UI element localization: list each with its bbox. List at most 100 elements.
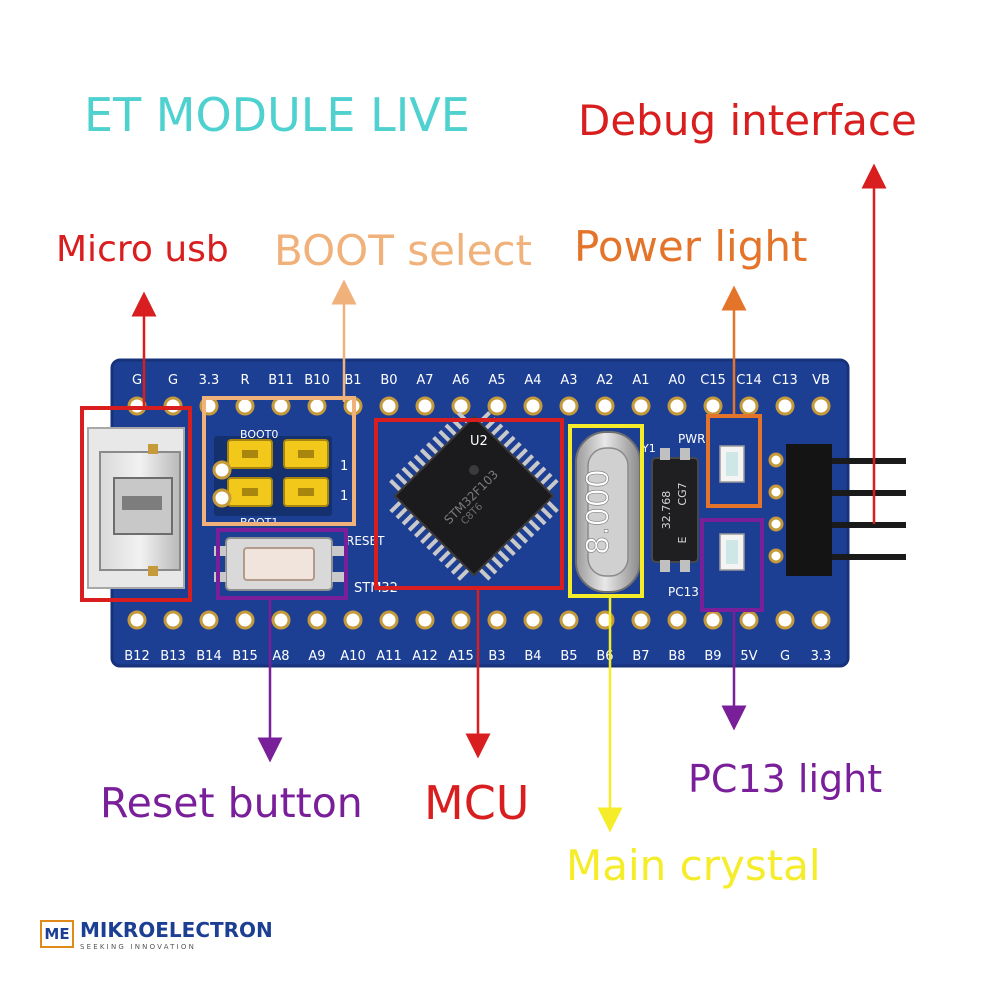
bottom-pin-label-B13: B13 [160, 649, 185, 664]
mcu-lead [509, 537, 522, 550]
bottom-pin-label-B3: B3 [488, 649, 505, 664]
mcu-lead [401, 512, 415, 526]
bottom-pin-label-B4: B4 [524, 649, 541, 664]
silk-jumper-1a: 1 [340, 459, 348, 474]
mcu-lead [426, 537, 439, 551]
box-reset-button [216, 528, 348, 600]
mcu-lead [490, 423, 504, 437]
top-pad-10 [451, 396, 471, 416]
silk-pwr: PWR [678, 432, 705, 446]
top-pin-label-A4: A4 [524, 373, 541, 388]
bottom-pad-6 [307, 610, 327, 630]
top-pin-label-A6: A6 [452, 373, 469, 388]
mcu-lead [419, 448, 433, 461]
label-power-light: Power light [574, 222, 808, 271]
mcu-lead [478, 567, 492, 581]
mcu-lead [545, 478, 559, 492]
bottom-pad-17 [703, 610, 723, 630]
silk-boot0: BOOT0 [240, 428, 278, 441]
bottom-pin-label-B7: B7 [632, 649, 649, 664]
top-pin-label-VB: VB [812, 373, 830, 388]
top-pad-17 [703, 396, 723, 416]
bottom-pin-label-3_3: 3.3 [811, 649, 832, 664]
mcu-lead [413, 525, 427, 538]
logo-tagline: SEEKING INNOVATION [80, 942, 197, 951]
mcu-lead [420, 531, 433, 544]
bottom-pin-label-B15: B15 [232, 649, 257, 664]
bottom-pad-2 [163, 610, 183, 630]
bottom-pin-label-A8: A8 [272, 649, 289, 664]
bottom-header-pads [127, 610, 831, 630]
top-pin-label-A3: A3 [560, 373, 577, 388]
bottom-pin-label-A10: A10 [340, 649, 365, 664]
top-pin-label-A7: A7 [416, 373, 433, 388]
mcu-lead [503, 543, 516, 557]
power-led [719, 445, 745, 483]
mcu-lead [407, 518, 421, 532]
silk-u2: U2 [470, 434, 488, 449]
mcu-lead [432, 543, 446, 557]
logo-badge: ME [40, 920, 74, 948]
bottom-pin-label-B9: B9 [704, 649, 721, 664]
top-pin-label-A0: A0 [668, 373, 685, 388]
crystal-marking: 8.000 [581, 469, 616, 555]
top-pad-13 [559, 396, 579, 416]
top-pad-15 [631, 396, 651, 416]
bottom-pad-1 [127, 610, 147, 630]
brand-logo: ME MIKROELECTRON SEEKING INNOVATION [40, 914, 273, 954]
top-pin-label-B0: B0 [380, 373, 397, 388]
label-boot-select: BOOT select [274, 226, 532, 275]
mcu-lead [521, 454, 535, 467]
box-micro-usb [80, 406, 192, 602]
mcu-lead [527, 518, 541, 532]
label-debug-interface: Debug interface [578, 96, 917, 145]
top-pad-20 [811, 396, 831, 416]
label-mcu: MCU [424, 776, 530, 830]
bottom-pad-15 [631, 610, 651, 630]
top-pad-8 [379, 396, 399, 416]
label-micro-usb: Micro usb [56, 229, 229, 270]
mcu-lead [533, 512, 547, 526]
bottom-pin-label-B12: B12 [124, 649, 149, 664]
box-boot-select [202, 396, 356, 526]
mcu-lead [527, 460, 541, 474]
bottom-pad-7 [343, 610, 363, 630]
bottom-pin-label-5V: 5V [740, 649, 757, 664]
rtc-marking-1: 32.768 [660, 491, 673, 530]
mcu-lead [407, 460, 421, 474]
main-crystal [575, 431, 641, 593]
mcu-lead [502, 435, 516, 449]
mcu-lead [395, 472, 409, 486]
bottom-pin-label-B14: B14 [196, 649, 221, 664]
top-pin-label-A5: A5 [488, 373, 505, 388]
mcu-chip: STM32F103 C8T6 [389, 411, 559, 581]
bottom-pad-19 [775, 610, 795, 630]
bottom-pin-label-A12: A12 [412, 649, 437, 664]
top-pin-label-R: R [240, 373, 249, 388]
top-pin-label-3_3: 3.3 [199, 373, 220, 388]
mcu-lead [521, 524, 535, 538]
mcu-lead [546, 500, 559, 513]
box-mcu [374, 418, 564, 590]
mcu-lead [450, 561, 464, 575]
mcu-lead [432, 435, 445, 449]
bottom-pad-3 [199, 610, 219, 630]
mcu-lead [444, 555, 458, 569]
top-pad-14 [595, 396, 615, 416]
silk-reset: RESET [346, 534, 385, 548]
mcu-lead [426, 442, 439, 455]
mcu-lead [401, 466, 415, 480]
top-pad-18 [739, 396, 759, 416]
bottom-pin-label-B5: B5 [560, 649, 577, 664]
mcu-lead [444, 423, 458, 437]
silk-jumper-1b: 1 [340, 489, 348, 504]
mcu-lead [539, 472, 553, 486]
bottom-pad-12 [523, 610, 543, 630]
bottom-pad-10 [451, 610, 471, 630]
label-main-crystal: Main crystal [566, 841, 821, 890]
mcu-lead [389, 479, 402, 492]
mcu-lead [509, 441, 522, 455]
top-pin-label-G: G [132, 373, 142, 388]
